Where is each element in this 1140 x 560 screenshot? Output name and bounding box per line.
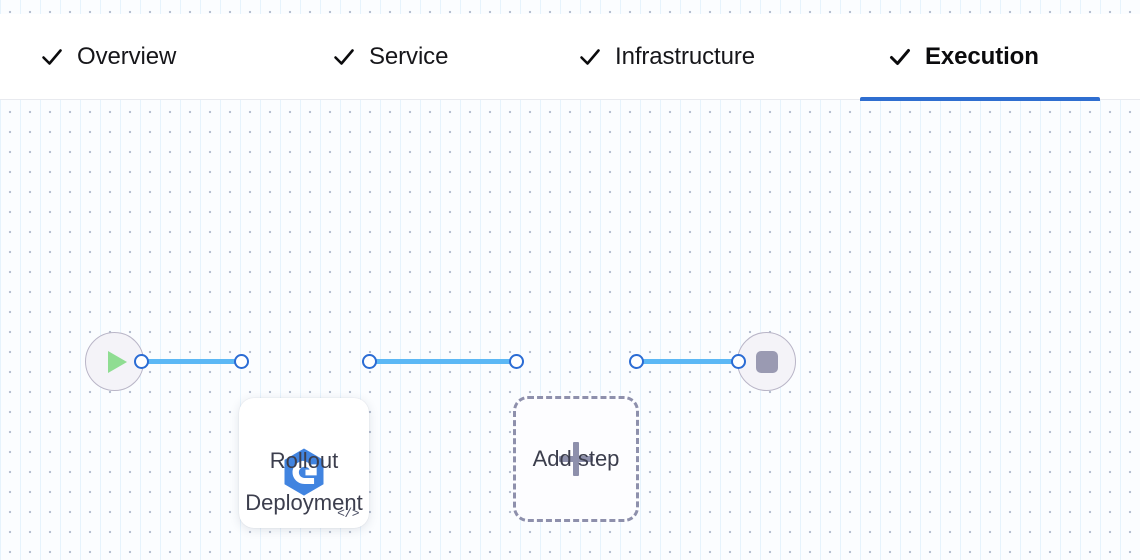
pipeline-stage-tabs: Overview Service Infrastructure Executio… — [0, 14, 1140, 101]
tab-active-underline — [860, 96, 1100, 101]
tab-infrastructure-label: Infrastructure — [615, 42, 755, 70]
edge-add-to-end — [630, 359, 744, 364]
port-start-output[interactable] — [134, 354, 149, 369]
code-icon: </> — [337, 506, 359, 521]
check-icon — [888, 45, 912, 69]
tab-overview-label: Overview — [77, 42, 177, 70]
tab-infrastructure[interactable]: Infrastructure — [578, 14, 755, 100]
port-add-step-input[interactable] — [509, 354, 524, 369]
check-icon — [332, 45, 356, 69]
tab-execution[interactable]: Execution — [860, 14, 1100, 101]
rollout-deployment-icon — [278, 446, 330, 498]
check-icon — [40, 45, 64, 69]
execution-step-graph: </> Rollout Deployment Add step — [0, 100, 1140, 560]
port-add-step-output[interactable] — [629, 354, 644, 369]
plus-icon — [559, 442, 593, 476]
edge-step-to-add — [362, 359, 524, 364]
tab-overview[interactable]: Overview — [40, 14, 176, 100]
step-node-label: Rollout Deployment — [245, 448, 363, 515]
play-icon — [108, 350, 127, 373]
check-icon — [578, 45, 602, 69]
add-step-node[interactable] — [513, 396, 639, 522]
port-end-input[interactable] — [731, 354, 746, 369]
stop-icon — [755, 350, 778, 373]
port-step-input[interactable] — [234, 354, 249, 369]
tab-service[interactable]: Service — [332, 14, 448, 100]
port-step-output[interactable] — [362, 354, 377, 369]
step-node-rollout-deployment[interactable]: </> — [239, 398, 369, 528]
edge-start-to-step — [136, 359, 248, 364]
tab-execution-label: Execution — [925, 42, 1039, 70]
tab-service-label: Service — [369, 42, 449, 70]
add-step-label: Add step — [532, 446, 620, 471]
